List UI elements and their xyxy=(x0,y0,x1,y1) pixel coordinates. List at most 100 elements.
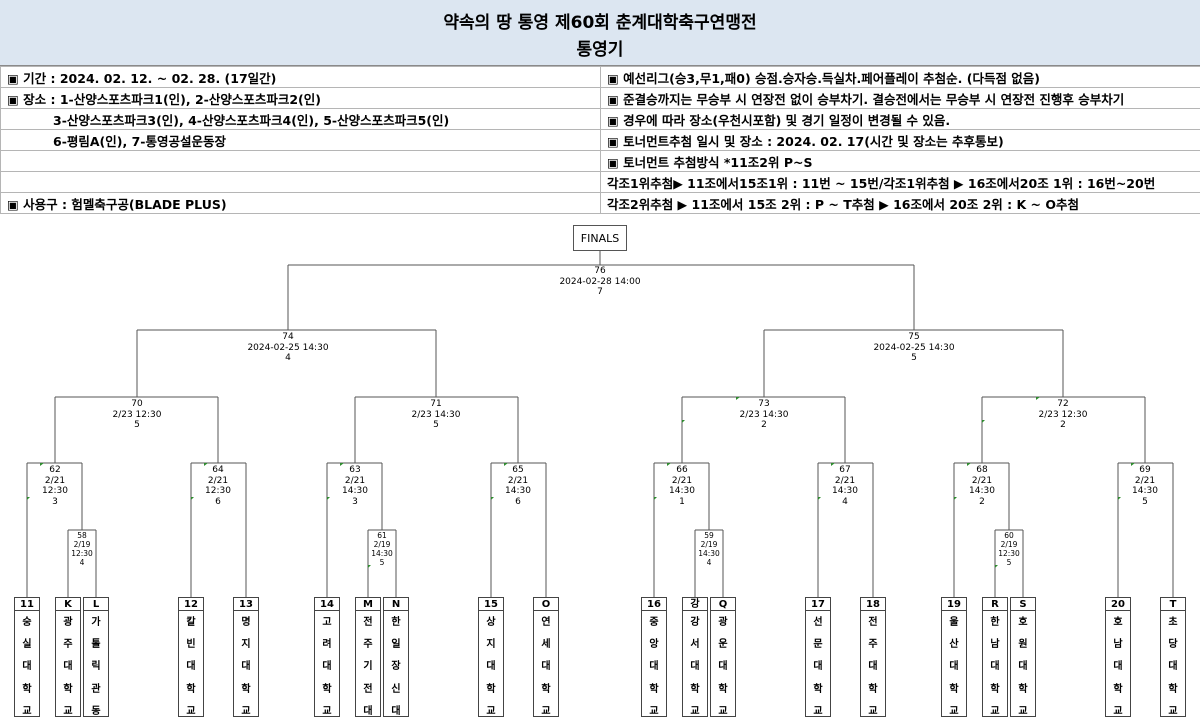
team-name-char: 남 xyxy=(983,633,1007,655)
team-name-char: 학 xyxy=(983,678,1007,700)
team-name-char: 장 xyxy=(384,655,408,677)
match-line: 59 xyxy=(689,531,729,540)
match-line: 3 xyxy=(10,497,100,508)
team-name-char: 세 xyxy=(534,633,558,655)
team-name-char: 주 xyxy=(56,633,80,655)
team-name-char: 숭 xyxy=(15,611,39,633)
match-line: 2/19 xyxy=(62,540,102,549)
match-line: 4 xyxy=(689,558,729,567)
team-name-char: 대 xyxy=(861,655,885,677)
team-code: 강 xyxy=(682,597,708,610)
info-row: 3-산양스포츠파크3(인), 4-산양스포츠파크4(인), 5-산양스포츠파크5… xyxy=(1,109,1200,130)
team-name-char: 울 xyxy=(942,611,966,633)
team-name-char: 대 xyxy=(234,655,258,677)
match-line: 12:30 xyxy=(62,549,102,558)
match-line: 2/21 xyxy=(1100,476,1190,487)
team-name-char: 일 xyxy=(384,633,408,655)
info-row: ▣ 기간 : 2024. 02. 12. ~ 02. 28. (17일간) ▣ … xyxy=(1,67,1200,88)
match-line: 4 xyxy=(243,353,333,364)
info-rule: ▣ 경우에 따라 장소(우천시포함) 및 경기 일정이 변경될 수 있음. xyxy=(601,109,1200,130)
match-line: 4 xyxy=(800,497,890,508)
team-name-char: 원 xyxy=(1011,633,1035,655)
info-rule: ▣ 토너먼트추첨 일시 및 장소 : 2024. 02. 17(시간 및 장소는… xyxy=(601,130,1200,151)
match-line: 12:30 xyxy=(10,486,100,497)
team-name-char: 서 xyxy=(683,633,707,655)
info-ball: ▣ 사용구 : 험멜축구공(BLADE PLUS) xyxy=(1,193,601,214)
match-line: 64 xyxy=(173,465,263,476)
match-line: 5 xyxy=(989,558,1029,567)
info-rule: ▣ 토너먼트 추첨방식 *11조2위 P~S xyxy=(601,151,1200,172)
team-name-char: 학 xyxy=(179,678,203,700)
match-line: 2/23 12:30 xyxy=(92,410,182,421)
team-name-char: 호 xyxy=(1011,611,1035,633)
team-name-char: 대 xyxy=(642,655,666,677)
match-line: 2024-02-25 14:30 xyxy=(869,343,959,354)
match-line: 7 xyxy=(555,287,645,298)
info-venue: ▣ 장소 : 1-산양스포츠파크1(인), 2-산양스포츠파크2(인) xyxy=(1,88,601,109)
match-line: 2 xyxy=(937,497,1027,508)
team-name-char: 운 xyxy=(711,633,735,655)
info-period: ▣ 기간 : 2024. 02. 12. ~ 02. 28. (17일간) xyxy=(1,67,601,88)
match-line: 58 xyxy=(62,531,102,540)
team-name-char: 학 xyxy=(56,678,80,700)
match-line: 2/21 xyxy=(937,476,1027,487)
team-name-char: 학 xyxy=(1106,678,1130,700)
match-line: 14:30 xyxy=(800,486,890,497)
team-name-char: 연 xyxy=(534,611,558,633)
match-line: 2/21 xyxy=(800,476,890,487)
team-name-char: 지 xyxy=(234,633,258,655)
info-rule: ▣ 예선리그(승3,무1,패0) 승점.승자승.득실차.페어플레이 추첨순. (… xyxy=(601,67,1200,88)
team-name-char: 학 xyxy=(1161,678,1185,700)
info-empty xyxy=(1,172,601,193)
match-line: 2/19 xyxy=(689,540,729,549)
match-line: 76 xyxy=(555,266,645,277)
match-line: 14:30 xyxy=(310,486,400,497)
info-row: ▣ 사용구 : 험멜축구공(BLADE PLUS) 각조2위추첨 ▶ 11조에서… xyxy=(1,193,1200,214)
team-code: 18 xyxy=(860,597,886,610)
team-code: K xyxy=(55,597,81,610)
team-name-char: 학 xyxy=(711,678,735,700)
match-line: 65 xyxy=(473,465,563,476)
team-name-char: 대 xyxy=(534,655,558,677)
match-line: 70 xyxy=(92,399,182,410)
team-name-char: 지 xyxy=(479,633,503,655)
match-line: 14:30 xyxy=(1100,486,1190,497)
match-line: 62 xyxy=(10,465,100,476)
team-code: 13 xyxy=(233,597,259,610)
tournament-subtitle: 통영기 xyxy=(0,35,1200,60)
team-name-char: 대 xyxy=(711,655,735,677)
info-rule: ▣ 준결승까지는 무승부 시 연장전 없이 승부차기. 결승전에서는 무승부 시… xyxy=(601,88,1200,109)
team-code: 17 xyxy=(805,597,831,610)
team-name-char: 대 xyxy=(179,655,203,677)
match-line: 5 xyxy=(362,558,402,567)
title-bar: 약속의 땅 통영 제60회 춘계대학축구연맹전 통영기 xyxy=(0,0,1200,66)
team-name-char: 대 xyxy=(683,655,707,677)
team-name-char: 대 xyxy=(1161,655,1185,677)
team-name-char: 전 xyxy=(356,678,380,700)
team-name-char: 기 xyxy=(356,655,380,677)
team-name-char: 초 xyxy=(1161,611,1185,633)
match-line: 12:30 xyxy=(173,486,263,497)
match-line: 74 xyxy=(243,332,333,343)
info-row: ▣ 토너먼트 추첨방식 *11조2위 P~S xyxy=(1,151,1200,172)
match-line: 2/19 xyxy=(362,540,402,549)
team-name-char: 한 xyxy=(983,611,1007,633)
